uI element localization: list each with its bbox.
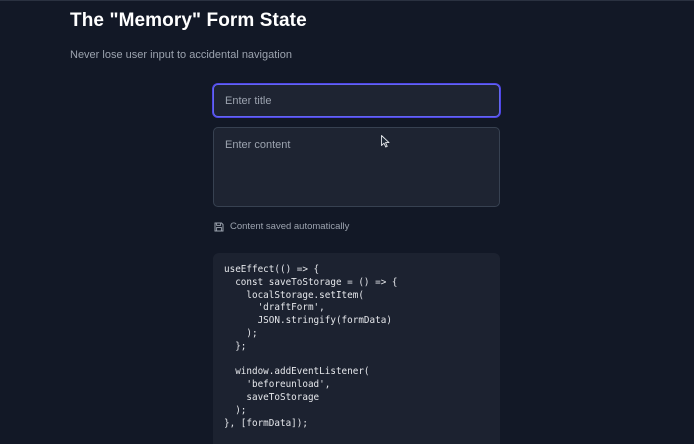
content-textarea[interactable] [213,127,500,207]
autosave-status-text: Content saved automatically [230,221,350,232]
save-icon [214,222,224,232]
title-input[interactable] [213,84,500,117]
code-text: useEffect(() => { const saveToStorage = … [224,264,398,429]
code-snippet: useEffect(() => { const saveToStorage = … [213,253,500,444]
page-subtitle: Never lose user input to accidental navi… [70,49,292,61]
autosave-status: Content saved automatically [214,221,349,232]
page-title: The "Memory" Form State [70,10,307,31]
mouse-pointer-icon [381,135,390,153]
